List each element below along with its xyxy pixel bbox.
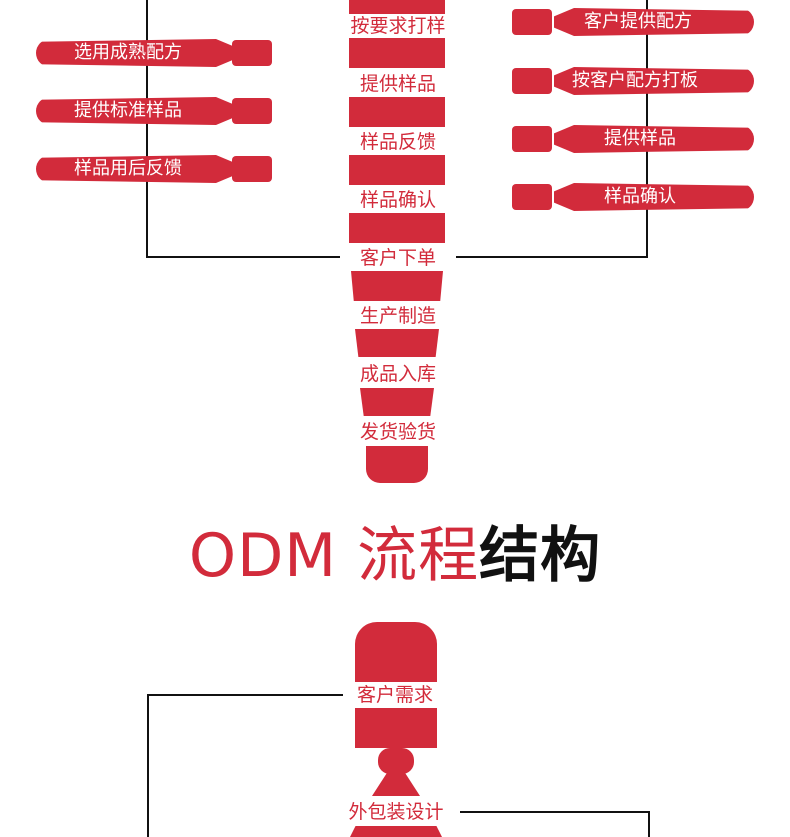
bottle-segment xyxy=(360,388,434,416)
odm-bottle-segment xyxy=(350,826,442,837)
left-option-label: 选用成熟配方 xyxy=(74,42,182,63)
oem-step-label: 成品入库 xyxy=(340,362,456,386)
odm-left-connector-vertical xyxy=(147,694,149,837)
right-option-tag: 按客户配方打板 xyxy=(512,67,754,95)
odm-bottle-shoulder xyxy=(372,770,420,796)
oem-step-label: 提供样品 xyxy=(340,72,456,96)
odm-step-label: 客户需求 xyxy=(343,683,447,707)
heading-part1: ODM 流程 xyxy=(188,521,480,591)
odm-bottle-cap xyxy=(355,622,437,682)
left-option-label: 提供标准样品 xyxy=(74,100,182,121)
oem-step-label: 样品确认 xyxy=(340,188,456,212)
bottle-segment xyxy=(349,97,445,127)
bottle-segment xyxy=(349,0,445,15)
odm-right-connector-horizontal xyxy=(460,811,650,813)
odm-left-connector-horizontal xyxy=(147,694,347,696)
odm-bottle-segment xyxy=(355,708,437,748)
odm-right-connector-vertical xyxy=(648,811,650,837)
oem-step-label: 发货验货 xyxy=(340,420,456,444)
oem-step-label: 按要求打样 xyxy=(340,14,456,38)
right-option-tag: 提供样品 xyxy=(512,125,754,153)
odm-bottle-neck xyxy=(378,748,414,774)
bottle-segment xyxy=(349,38,445,68)
oem-step-label: 样品反馈 xyxy=(340,130,456,154)
section-heading: ODM 流程结构 xyxy=(0,520,790,592)
bottle-segment xyxy=(349,213,445,243)
heading-part2: 结构 xyxy=(479,521,602,591)
right-connector-horizontal xyxy=(446,256,648,258)
oem-step-label: 生产制造 xyxy=(340,304,456,328)
right-option-label: 提供样品 xyxy=(604,128,676,149)
right-option-label: 样品确认 xyxy=(604,186,676,207)
right-option-tag: 客户提供配方 xyxy=(512,8,754,36)
right-option-label: 按客户配方打板 xyxy=(572,70,698,91)
left-connector-vertical xyxy=(146,0,148,258)
bottle-segment xyxy=(355,329,439,357)
oem-step-label: 客户下单 xyxy=(340,246,456,270)
bottle-segment xyxy=(351,271,443,301)
left-option-tag: 选用成熟配方 xyxy=(36,39,278,67)
left-option-tag: 样品用后反馈 xyxy=(36,155,278,183)
odm-step-label: 外包装设计 xyxy=(332,800,460,824)
bottle-segment xyxy=(349,155,445,185)
right-option-label: 客户提供配方 xyxy=(584,11,692,32)
left-option-tag: 提供标准样品 xyxy=(36,97,278,125)
right-option-tag: 样品确认 xyxy=(512,183,754,211)
bottle-bottom xyxy=(366,446,428,483)
left-option-label: 样品用后反馈 xyxy=(74,158,182,179)
left-connector-horizontal xyxy=(146,256,346,258)
